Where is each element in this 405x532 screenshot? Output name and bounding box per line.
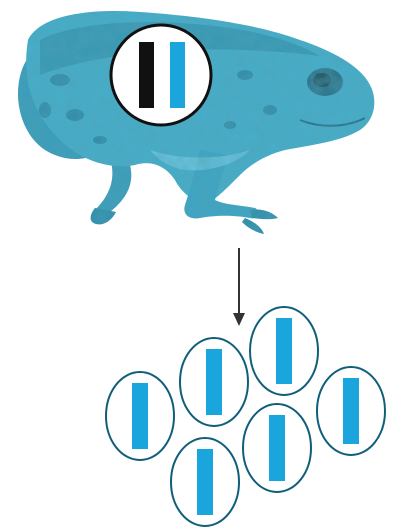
- parent-cell-circle: [111, 25, 211, 125]
- gametes: [106, 307, 385, 526]
- gamete-chromosome: [206, 349, 222, 415]
- gamete-chromosome: [269, 415, 285, 481]
- gamete-cell: [250, 307, 318, 395]
- frog-eye-highlight: [313, 73, 331, 87]
- gamete-chromosome: [343, 378, 359, 444]
- gamete-cell: [317, 367, 385, 455]
- gamete-chromosome: [276, 318, 292, 384]
- gamete-cell: [106, 372, 174, 460]
- parent-cell: [111, 25, 211, 125]
- frog-hind-foot: [91, 208, 116, 224]
- gamete-chromosome: [197, 449, 213, 515]
- gamete-cell: [180, 338, 248, 426]
- chromosome-blue: [170, 42, 185, 108]
- arrow-down-icon: [233, 248, 245, 326]
- gamete-chromosome: [132, 383, 148, 449]
- gamete-cell: [243, 404, 311, 492]
- gamete-cell: [171, 438, 239, 526]
- chromosome-dark: [139, 42, 154, 108]
